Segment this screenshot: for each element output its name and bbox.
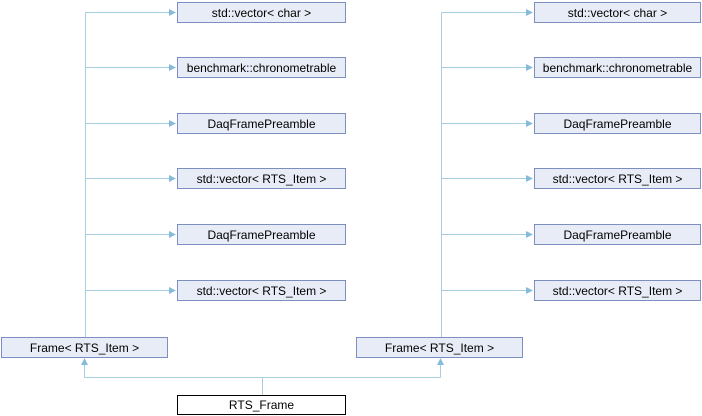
node-benchmark-chronometrable-left[interactable]: benchmark::chronometrable xyxy=(177,57,346,78)
node-daqframepreamble-1-right[interactable]: DaqFramePreamble xyxy=(534,113,701,134)
arrowhead-left-2-icon xyxy=(169,120,176,127)
arrowhead-left-5-icon xyxy=(169,287,176,294)
arrowhead-right-0-icon xyxy=(526,9,533,16)
node-std-vector-char-left[interactable]: std::vector< char > xyxy=(177,2,346,23)
arrowhead-right-5-icon xyxy=(526,287,533,294)
arrowhead-left-4-icon xyxy=(169,231,176,238)
node-rts-frame-main: RTS_Frame xyxy=(177,395,346,415)
arrowhead-left-0-icon xyxy=(169,9,176,16)
node-benchmark-chronometrable-right[interactable]: benchmark::chronometrable xyxy=(534,57,701,78)
node-std-vector-char-right[interactable]: std::vector< char > xyxy=(534,2,701,23)
node-std-vector-rtsitem-1-left[interactable]: std::vector< RTS_Item > xyxy=(177,168,346,189)
node-daqframepreamble-2-left[interactable]: DaqFramePreamble xyxy=(177,224,346,245)
node-std-vector-rtsitem-1-right[interactable]: std::vector< RTS_Item > xyxy=(534,168,701,189)
node-std-vector-rtsitem-2-right[interactable]: std::vector< RTS_Item > xyxy=(534,280,701,301)
node-frame-rtsitem-right[interactable]: Frame< RTS_Item > xyxy=(356,337,523,358)
node-daqframepreamble-1-left[interactable]: DaqFramePreamble xyxy=(177,113,346,134)
arrowhead-right-3-icon xyxy=(526,175,533,182)
arrowhead-frame-right-icon xyxy=(437,358,444,365)
node-frame-rtsitem-left[interactable]: Frame< RTS_Item > xyxy=(1,337,168,358)
arrowhead-right-1-icon xyxy=(526,64,533,71)
node-daqframepreamble-2-right[interactable]: DaqFramePreamble xyxy=(534,224,701,245)
arrowhead-frame-left-icon xyxy=(81,358,88,365)
arrowhead-left-3-icon xyxy=(169,175,176,182)
arrowhead-left-1-icon xyxy=(169,64,176,71)
node-std-vector-rtsitem-2-left[interactable]: std::vector< RTS_Item > xyxy=(177,280,346,301)
arrowhead-right-2-icon xyxy=(526,120,533,127)
arrowhead-right-4-icon xyxy=(526,231,533,238)
